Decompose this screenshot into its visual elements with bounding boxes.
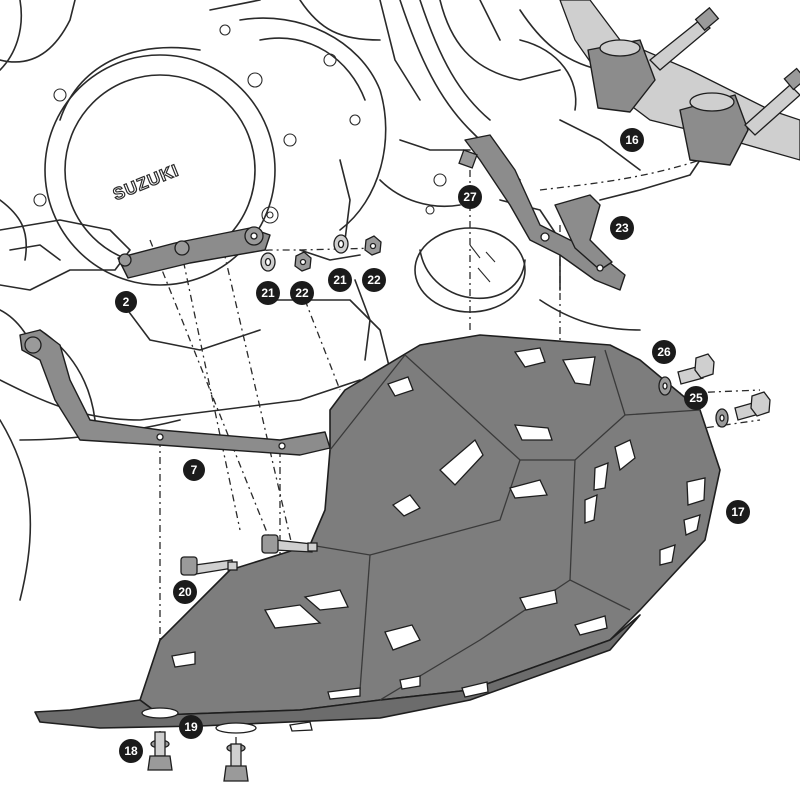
washer-21-a bbox=[260, 252, 276, 272]
callout-20-label: 20 bbox=[178, 585, 192, 599]
callout-22-a-label: 22 bbox=[295, 286, 309, 300]
bolt-18-b bbox=[223, 743, 249, 782]
callout-18: 18 bbox=[119, 739, 143, 763]
callout-17: 17 bbox=[726, 500, 750, 524]
callout-21-a: 21 bbox=[256, 281, 280, 305]
right-mount-bracket bbox=[464, 134, 626, 291]
callout-21-a-label: 21 bbox=[261, 286, 275, 300]
callout-17-label: 17 bbox=[731, 505, 745, 519]
callout-2-label: 2 bbox=[123, 295, 130, 309]
callout-22-b-label: 22 bbox=[367, 273, 381, 287]
bar-clamp-assembly bbox=[559, 0, 800, 166]
bolt-25-a bbox=[677, 353, 715, 385]
callout-23-label: 23 bbox=[615, 221, 629, 235]
side-mount-bar bbox=[117, 226, 271, 279]
callout-16-label: 16 bbox=[625, 133, 639, 147]
callout-25-label: 25 bbox=[689, 391, 703, 405]
bolt-25-b bbox=[734, 391, 771, 421]
callout-27-label: 27 bbox=[463, 190, 477, 204]
callout-23: 23 bbox=[610, 216, 634, 240]
callout-16: 16 bbox=[620, 128, 644, 152]
nut-22-a bbox=[294, 251, 312, 272]
washer-26 bbox=[658, 376, 672, 396]
callout-25: 25 bbox=[684, 386, 708, 410]
callout-2: 2 bbox=[115, 291, 137, 313]
callout-21-b-label: 21 bbox=[333, 273, 347, 287]
callout-20: 20 bbox=[173, 580, 197, 604]
bolt-20-a bbox=[180, 556, 238, 576]
callout-18-label: 18 bbox=[124, 744, 138, 758]
nut-27 bbox=[458, 149, 478, 169]
callout-26: 26 bbox=[652, 340, 676, 364]
bolt-20-b bbox=[261, 534, 318, 554]
callout-21-b: 21 bbox=[328, 268, 352, 292]
suzuki-brand-mark: SUZUKI bbox=[110, 161, 181, 205]
bolt-18-a bbox=[147, 731, 173, 771]
callout-7-label: 7 bbox=[191, 463, 198, 477]
skid-plate bbox=[34, 334, 721, 734]
callout-19-label: 19 bbox=[184, 720, 198, 734]
callout-19: 19 bbox=[179, 715, 203, 739]
washer-21-b bbox=[333, 234, 349, 254]
callout-22-b: 22 bbox=[362, 268, 386, 292]
callout-26-label: 26 bbox=[657, 345, 671, 359]
washer-25-b bbox=[715, 408, 729, 428]
callout-27: 27 bbox=[458, 185, 482, 209]
callout-7: 7 bbox=[183, 459, 205, 481]
nut-22-b bbox=[364, 235, 382, 256]
front-mount-bar bbox=[19, 329, 331, 456]
callout-22-a: 22 bbox=[290, 281, 314, 305]
